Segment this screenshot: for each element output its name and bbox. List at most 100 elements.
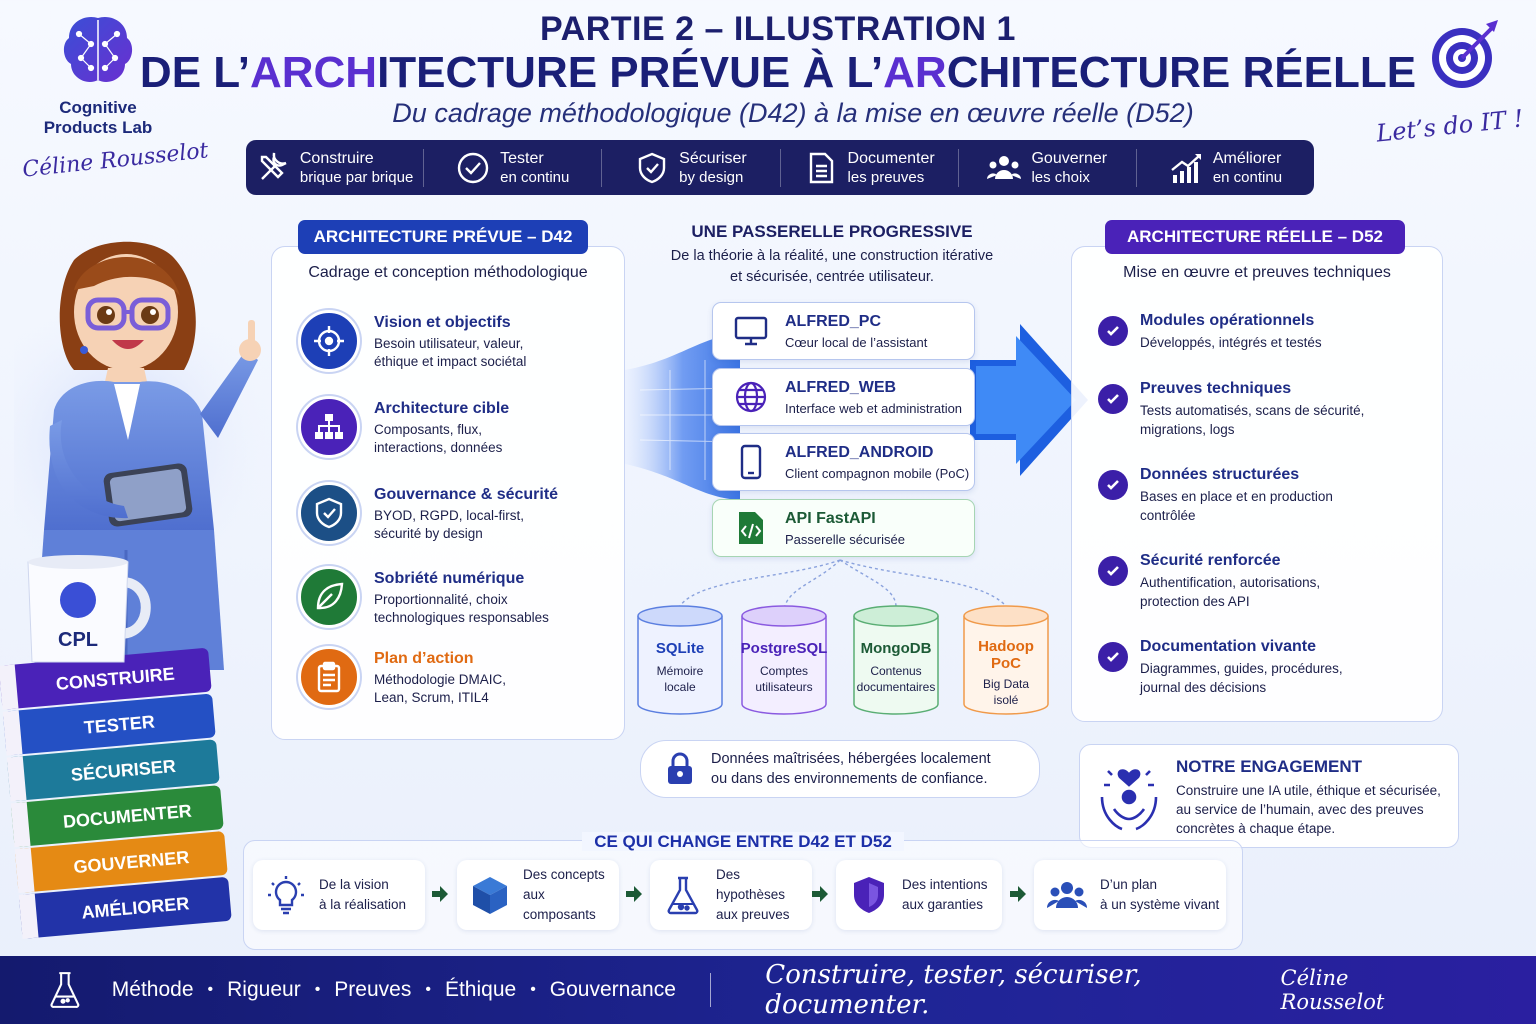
desc-line: technologiques responsables (374, 610, 549, 625)
desc-line: Authentification, autorisations, (1140, 575, 1321, 590)
step-line: aux garanties (902, 897, 984, 912)
desc-line: migrations, logs (1140, 422, 1235, 437)
database-name-line: Hadoop (978, 638, 1034, 655)
check-icon (1098, 316, 1128, 346)
component-title: ALFRED_ANDROID (785, 443, 934, 461)
lightbulb-icon (268, 876, 304, 915)
component-title: API FastAPI (785, 509, 876, 527)
step-line: Des hypothèses (716, 867, 786, 902)
footer-value: Gouvernance (549, 978, 676, 1001)
shield-check-icon (298, 482, 360, 544)
actual-item-title: Documentation vivante (1140, 638, 1317, 655)
bridge-subtitle: De la théorie à la réalité, une construc… (630, 246, 1034, 288)
clipboard-icon (298, 646, 360, 708)
shield-icon (638, 152, 666, 183)
principle-title: Améliorer (1212, 149, 1282, 167)
footer-value: Preuves (334, 978, 412, 1001)
planned-item-desc: Besoin utilisateur, valeur,éthique et im… (374, 335, 526, 371)
desc-line: Méthodologie DMAIC, (374, 672, 507, 687)
actual-item-desc: Authentification, autorisations, protecti… (1140, 573, 1320, 611)
title-part: DE L’ (139, 48, 250, 97)
principle-sub: en continu (1212, 168, 1283, 186)
separator-dot: • (425, 981, 431, 998)
actual-item-title: Preuves techniques (1140, 380, 1292, 397)
principle-sub: by design (679, 168, 744, 186)
component-card-alfred-web: ALFRED_WEB Interface web et administratio… (712, 368, 975, 426)
smartphone-icon (740, 444, 762, 480)
planned-item-desc: Méthodologie DMAIC, Lean, Scrum, ITIL4 (374, 671, 506, 707)
desc-line: Composants, flux, (374, 422, 483, 437)
arrow-right-icon (1010, 886, 1026, 902)
desc-line: Bases en place et en production (1140, 489, 1333, 504)
desc-line: BYOD, RGPD, local-first, (374, 508, 525, 523)
hierarchy-icon (298, 396, 360, 458)
target-icon (1432, 20, 1498, 88)
actual-item-desc: Diagrammes, guides, procédures,journal d… (1140, 659, 1343, 697)
database-name: PostgreSQL (740, 640, 828, 657)
changes-title: CE QUI CHANGE ENTRE D42 ET D52 (243, 832, 1243, 852)
desc-line: Proportionnalité, choix (374, 592, 508, 607)
principle-title: Construire (299, 149, 374, 167)
lock-icon (668, 752, 692, 784)
logo-text-line1: Cognitive (59, 98, 137, 117)
desc-line: documentaires (856, 680, 936, 694)
crosshair-icon (298, 310, 360, 372)
bridge-arrow-illustration (625, 324, 1088, 500)
engagement-line: Construire une IA utile, éthique et sécu… (1176, 783, 1441, 798)
desc-line: Lean, Scrum, ITIL4 (374, 690, 489, 705)
step-line: D’un plan (1100, 877, 1158, 892)
step-line: à un système vivant (1100, 897, 1220, 912)
mug-label: CPL (58, 629, 98, 651)
footer-divider (709, 973, 712, 1007)
database-name-line: PoC (991, 655, 1021, 672)
monitor-icon (734, 316, 768, 346)
step-line: aux preuves (716, 907, 790, 922)
tools-icon (260, 152, 287, 180)
planned-item-title: Sobriété numérique (374, 570, 525, 587)
footer-values: Méthode• Rigueur• Preuves• Éthique• Gouv… (112, 978, 676, 1002)
footer-value: Rigueur (227, 978, 301, 1001)
desc-line: journal des décisions (1140, 680, 1267, 695)
mug-illustration: CPL (27, 555, 151, 663)
actual-item-desc: Tests automatisés, scans de sécurité, mig… (1140, 401, 1364, 439)
check-icon (1098, 470, 1128, 500)
arrow-right-icon (432, 886, 448, 902)
books-stack: CONSTRUIRE TESTER SÉCURISER DOCUMENTER G… (0, 648, 232, 939)
desc-line: sécurité by design (374, 526, 483, 541)
logo-text-line2: Products Lab (43, 118, 153, 137)
planned-architecture-subtitle: Cadrage et conception méthodologique (308, 264, 588, 281)
footer-value: Méthode (111, 978, 194, 1001)
title-line-2: DE L’ARCHITECTURE PRÉVUE À L’ARCHITECTUR… (0, 48, 1536, 98)
desc-line: Mémoire (656, 664, 704, 678)
footer-bar: Méthode• Rigueur• Preuves• Éthique• Gouv… (0, 956, 1536, 1024)
globe-icon (735, 381, 767, 413)
shield-icon (854, 877, 884, 913)
step-line: Des concepts (523, 867, 605, 882)
desc-line: Tests automatisés, scans de sécurité, (1140, 403, 1365, 418)
separator-dot: • (530, 981, 536, 998)
flask-icon (667, 876, 699, 915)
database-name: SQLite (655, 640, 705, 657)
check-icon (1098, 642, 1128, 672)
planned-item-desc: BYOD, RGPD, local-first, sécurité by desi… (374, 507, 558, 543)
desc-line: protection des API (1140, 594, 1250, 609)
change-step-text: Des hypothèses aux preuves (716, 865, 812, 925)
desc-line: Comptes (759, 664, 809, 678)
desc-line: interactions, données (374, 440, 503, 455)
component-title: ALFRED_WEB (785, 378, 897, 396)
bridge-subtitle-line: et sécurisée, centrée utilisateur. (730, 269, 934, 285)
component-desc: Interface web et administration (785, 400, 963, 416)
actual-architecture-panel (1071, 246, 1443, 722)
care-hands-icon (1100, 769, 1158, 831)
